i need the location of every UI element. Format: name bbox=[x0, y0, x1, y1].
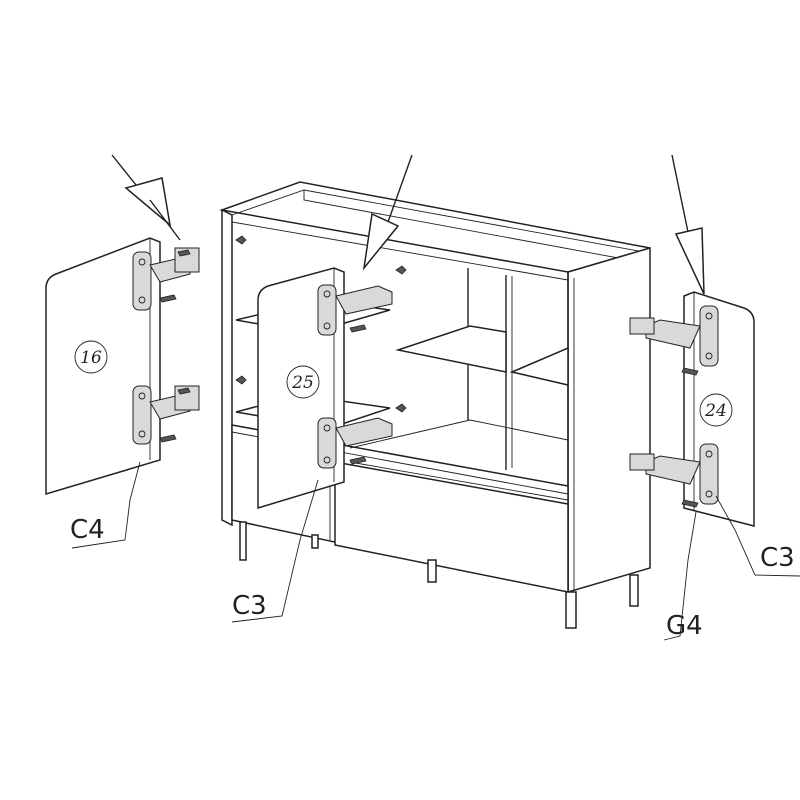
center-door-top-hinge bbox=[317, 284, 393, 336]
right-door-part-number: 24 bbox=[704, 401, 727, 421]
left-door-callout-label: C4 bbox=[70, 515, 105, 545]
center-door-part-number: 25 bbox=[291, 373, 314, 393]
right-door-arrow bbox=[671, 154, 705, 295]
center-door-callout: C3 bbox=[231, 479, 319, 623]
left-door-arrow bbox=[111, 154, 181, 241]
right-door: 24 C3 G4 bbox=[629, 154, 800, 641]
left-door: 16 C4 bbox=[45, 154, 200, 549]
left-door-callout: C4 bbox=[70, 461, 141, 549]
right-door-bottom-hinge bbox=[629, 443, 719, 508]
right-door-callout: C3 bbox=[715, 495, 800, 577]
right-hinge-callout-label: G4 bbox=[666, 611, 703, 641]
left-door-part-number: 16 bbox=[80, 348, 102, 368]
center-door-bottom-hinge bbox=[317, 417, 393, 469]
right-door-callout-label: C3 bbox=[760, 543, 795, 573]
right-door-top-hinge bbox=[629, 305, 719, 376]
center-door-callout-label: C3 bbox=[232, 591, 267, 621]
left-door-bottom-hinge bbox=[132, 385, 200, 445]
right-hinge-callout: G4 bbox=[663, 511, 703, 641]
center-door-arrow bbox=[362, 154, 413, 271]
center-door: 25 C3 bbox=[231, 154, 413, 623]
left-door-top-hinge bbox=[132, 247, 200, 311]
